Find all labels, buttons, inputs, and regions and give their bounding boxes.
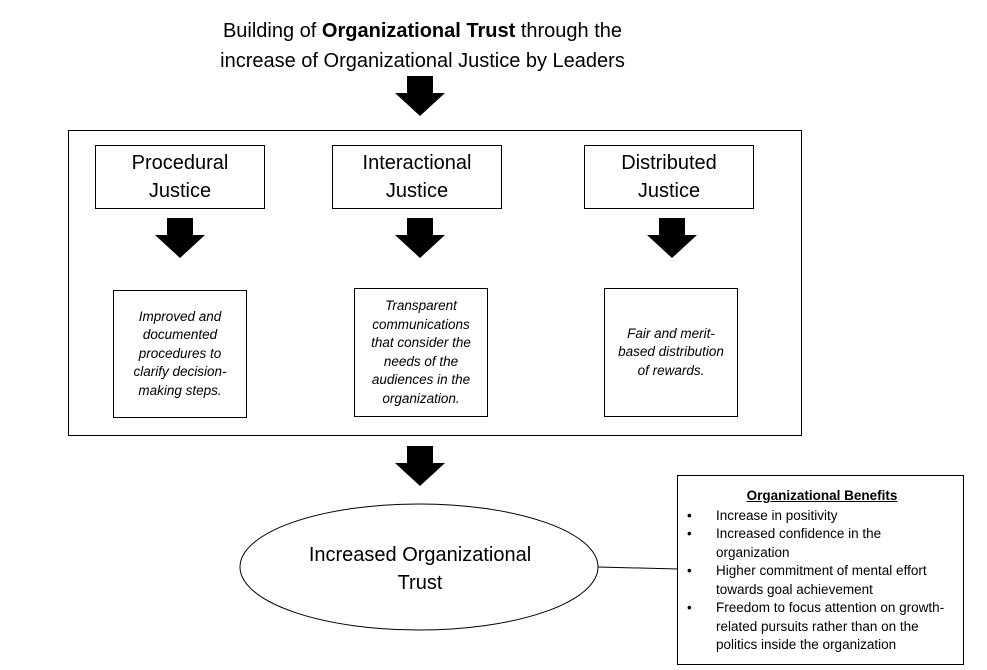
ellipse-shape [239, 503, 599, 631]
connector-line [597, 566, 679, 570]
benefit-text: Higher commitment of mental effort towar… [716, 563, 927, 597]
title-line-2: increase of Organizational Justice by Le… [220, 50, 625, 72]
interactional-justice-box: Interactional Justice [332, 145, 502, 209]
benefits-heading: Organizational Benefits [746, 488, 898, 503]
bullet-icon: • [687, 526, 692, 541]
list-item: • Increase in positivity [687, 507, 957, 526]
down-arrow-icon [395, 218, 445, 258]
bullet-icon: • [687, 563, 692, 578]
down-arrow-icon [395, 76, 445, 116]
outcome-label: Increased Organizational Trust [240, 541, 600, 597]
justice-label-line-1: Distributed [621, 152, 717, 174]
benefit-text: Increase in positivity [716, 507, 838, 523]
procedural-description-box: Improved and documented procedures to cl… [113, 290, 247, 418]
justice-label-line-1: Interactional [362, 152, 472, 174]
title-pre: Building of [222, 20, 322, 42]
bullet-icon: • [687, 600, 692, 615]
list-item: • Higher commitment of mental effort towa… [687, 562, 957, 599]
interactional-description-box: Transparent communications that consider… [354, 288, 488, 417]
justice-label-line-2: Justice [385, 180, 449, 202]
title-post: through the [515, 20, 623, 42]
diagram-title: Building of Organizational Trust through… [150, 16, 695, 76]
distributed-justice-box: Distributed Justice [584, 145, 754, 209]
benefits-box: Organizational Benefits • Increase in pos… [677, 475, 964, 665]
outcome-line-2: Trust [397, 572, 443, 594]
title-line-1: Building of Organizational Trust through… [150, 16, 695, 46]
list-item: • Increased confidence in the organizatio… [687, 525, 957, 562]
list-item: • Freedom to focus attention on growth-re… [687, 599, 957, 655]
justice-label-line-2: Justice [148, 180, 212, 202]
bullet-icon: • [687, 507, 692, 523]
description-text: Fair and merit-based distribution of rew… [618, 325, 724, 378]
down-arrow-icon [155, 218, 205, 258]
distributed-description-box: Fair and merit-based distribution of rew… [604, 288, 738, 417]
benefit-text: Freedom to focus attention on growth-rel… [716, 600, 945, 652]
outcome-line-1: Increased Organizational [308, 544, 532, 566]
description-text: Improved and documented procedures to cl… [133, 308, 227, 398]
justice-group-box [68, 130, 802, 436]
benefits-list: • Increase in positivity • Increased confi… [687, 507, 957, 655]
justice-label-line-1: Procedural [131, 152, 229, 174]
benefit-text: Increased confidence in the organization [716, 526, 882, 560]
description-text: Transparent communications that consider… [371, 298, 471, 406]
down-arrow-icon [647, 218, 697, 258]
title-bold: Organizational Trust [321, 20, 516, 42]
justice-label-line-2: Justice [637, 180, 701, 202]
down-arrow-icon [395, 446, 445, 486]
procedural-justice-box: Procedural Justice [95, 145, 265, 209]
